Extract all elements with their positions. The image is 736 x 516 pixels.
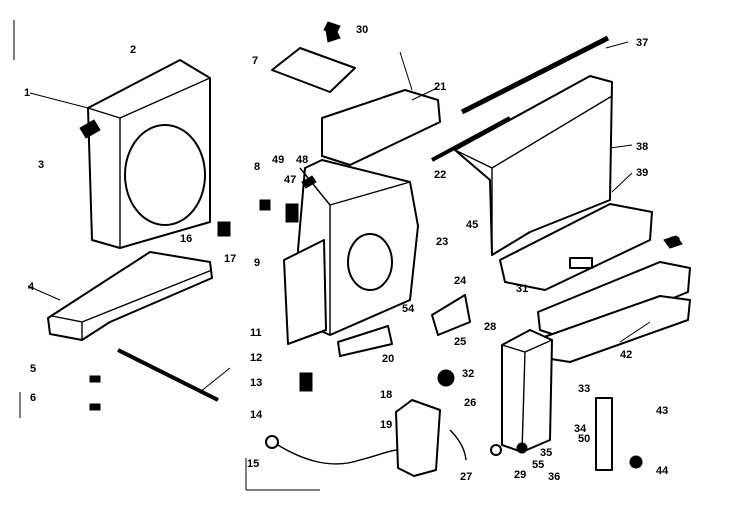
label-5: 5 xyxy=(30,363,36,375)
part-partition xyxy=(283,89,441,345)
label-48: 48 xyxy=(296,154,308,166)
part-labels: 1 2 3 4 5 6 7 8 9 11 12 13 14 15 16 17 1… xyxy=(24,24,680,483)
label-40: 40 xyxy=(668,235,680,247)
part-capacitor xyxy=(265,399,502,477)
label-33: 33 xyxy=(578,383,590,395)
label-47: 47 xyxy=(284,174,296,186)
label-37: 37 xyxy=(636,37,648,49)
label-13: 13 xyxy=(250,377,262,389)
label-7: 7 xyxy=(252,55,258,67)
part-front-panel xyxy=(79,59,211,249)
part-small-plates xyxy=(337,294,471,357)
label-3: 3 xyxy=(38,159,44,171)
label-54: 54 xyxy=(402,303,415,315)
label-17: 17 xyxy=(224,253,236,265)
label-18: 18 xyxy=(380,389,392,401)
hardware-screws xyxy=(89,21,643,469)
label-50: 50 xyxy=(578,433,590,445)
label-21: 21 xyxy=(434,81,446,93)
label-31: 31 xyxy=(516,283,528,295)
label-6: 6 xyxy=(30,392,36,404)
label-30: 30 xyxy=(356,24,368,36)
label-20: 20 xyxy=(382,353,394,365)
label-4: 4 xyxy=(28,281,35,293)
label-23: 23 xyxy=(436,236,448,248)
label-24: 24 xyxy=(454,275,467,287)
label-25: 25 xyxy=(454,336,466,348)
label-11: 11 xyxy=(250,327,262,339)
label-1: 1 xyxy=(24,87,30,99)
label-19: 19 xyxy=(380,419,392,431)
label-49: 49 xyxy=(272,154,284,166)
label-44: 44 xyxy=(656,465,669,477)
label-8: 8 xyxy=(254,161,260,173)
label-9: 9 xyxy=(254,257,260,269)
label-29: 29 xyxy=(514,469,526,481)
part-base-pan xyxy=(47,251,219,402)
label-35: 35 xyxy=(540,447,552,459)
label-42: 42 xyxy=(620,349,632,361)
label-45: 45 xyxy=(466,219,478,231)
label-38: 38 xyxy=(636,141,648,153)
label-22: 22 xyxy=(434,169,446,181)
label-12: 12 xyxy=(250,352,262,364)
part-control-cluster xyxy=(437,329,613,471)
label-43: 43 xyxy=(656,405,668,417)
label-39: 39 xyxy=(636,167,648,179)
label-2: 2 xyxy=(130,44,136,56)
part-cabinet-shell xyxy=(431,35,613,256)
label-34: 34 xyxy=(574,423,587,435)
label-55: 55 xyxy=(532,459,544,471)
part-cover-plate xyxy=(499,203,653,291)
label-28: 28 xyxy=(484,321,496,333)
label-26: 26 xyxy=(464,397,476,409)
label-36: 36 xyxy=(548,471,560,483)
part-bracket-7 xyxy=(271,29,356,93)
label-27: 27 xyxy=(460,471,472,483)
label-15: 15 xyxy=(247,458,259,470)
label-14: 14 xyxy=(250,409,263,421)
label-32: 32 xyxy=(462,368,474,380)
label-16: 16 xyxy=(180,233,192,245)
leader-lines xyxy=(13,20,651,491)
